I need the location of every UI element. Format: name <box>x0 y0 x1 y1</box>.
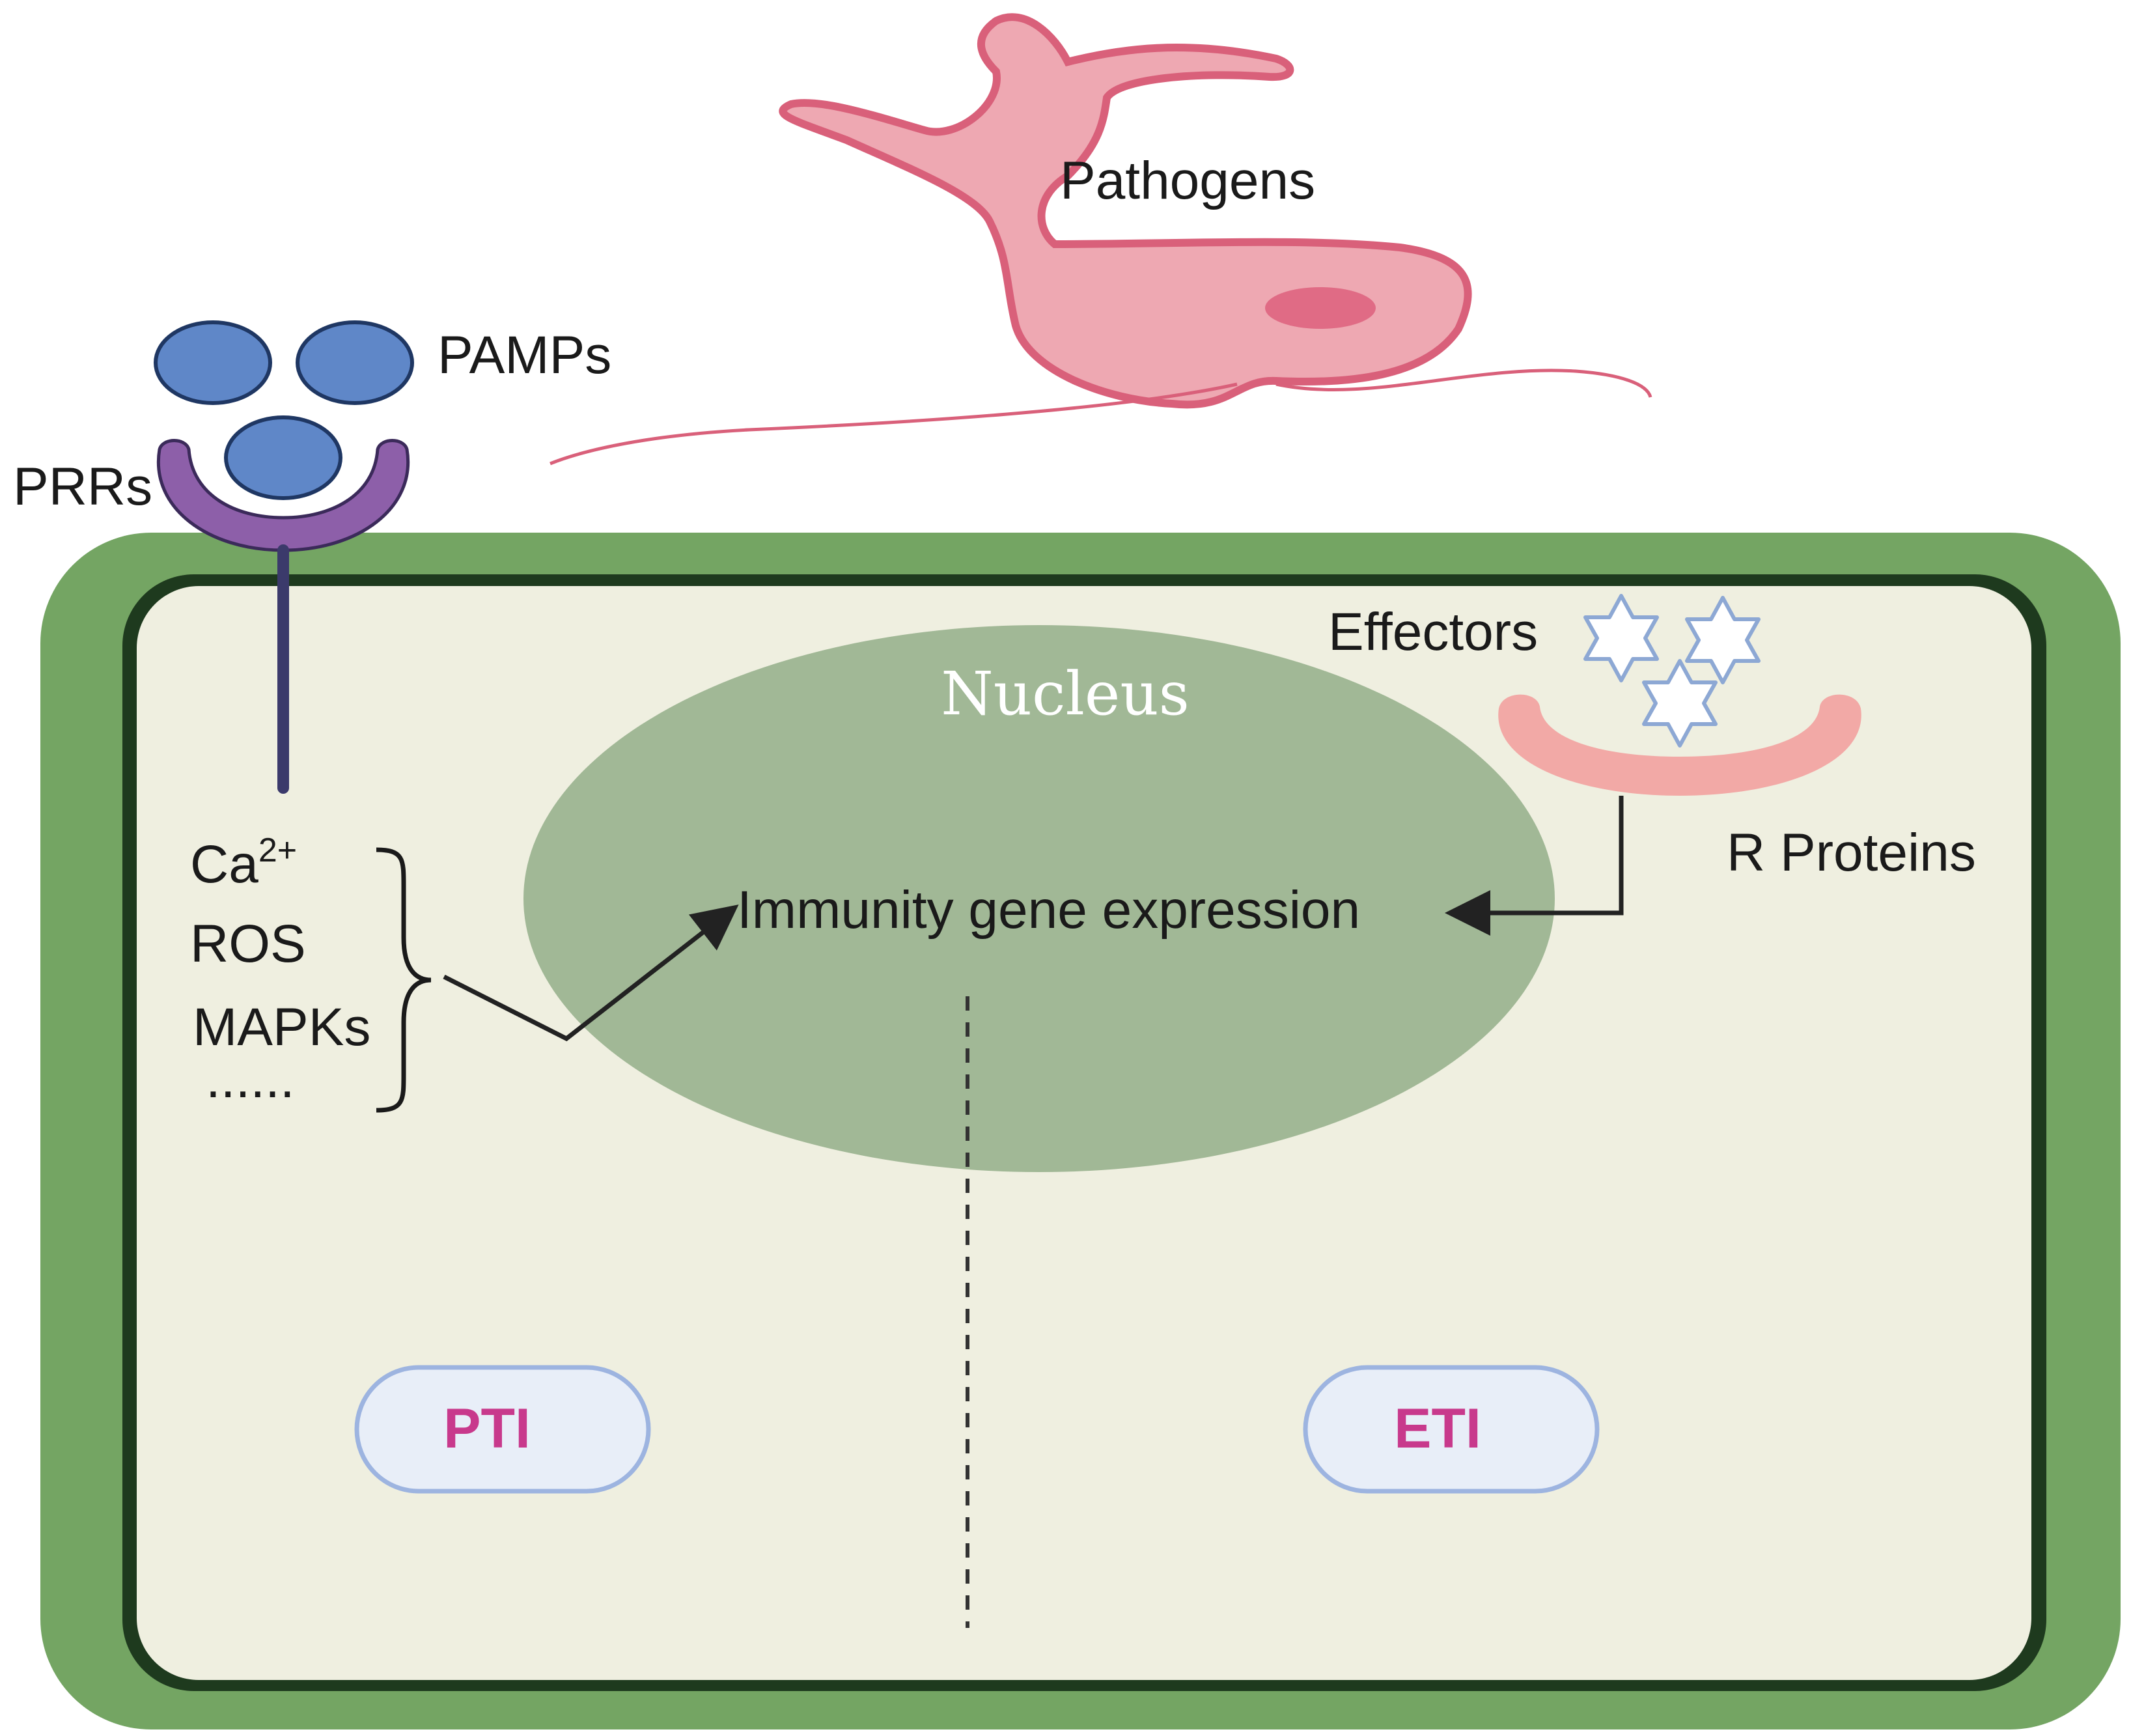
r-proteins-label: R Proteins <box>1727 823 1976 882</box>
signal-ca-superscript: 2+ <box>258 832 297 869</box>
immunity-gene-expression-label: Immunity gene expression <box>737 880 1360 940</box>
signal-more: ...... <box>206 1050 295 1109</box>
nucleus <box>523 625 1555 1172</box>
eti-badge <box>1303 1365 1600 1494</box>
effector-star-1 <box>1583 594 1659 682</box>
signal-mapks: MAPKs <box>193 998 370 1057</box>
r-protein <box>1498 694 1861 796</box>
pathogens-label: Pathogens <box>1060 151 1315 210</box>
pathogen <box>550 13 1652 466</box>
pamp-bound <box>224 415 342 500</box>
prr-receptor <box>156 439 410 552</box>
signal-brace <box>376 847 432 1113</box>
signal-ca: Ca2+ <box>190 832 297 894</box>
eti-label: ETI <box>1394 1397 1481 1460</box>
pamp-1 <box>154 320 272 405</box>
effector-star-3 <box>1642 659 1718 748</box>
pti-badge <box>354 1365 651 1494</box>
pathogen-nucleus <box>1265 287 1376 329</box>
pti-label: PTI <box>443 1397 531 1460</box>
prrs-label: PRRs <box>13 457 152 516</box>
pamp-2 <box>296 320 414 405</box>
effector-stars <box>1583 594 1761 748</box>
pamps-label: PAMPs <box>438 326 611 385</box>
pathogen-flagellum-left <box>550 382 1238 466</box>
nucleus-label: Nucleus <box>941 659 1190 729</box>
pathogen-flagellum-right <box>1275 369 1652 398</box>
effectors-label: Effectors <box>1328 602 1538 662</box>
pti-signal-arrow <box>443 904 739 1042</box>
effector-star-2 <box>1685 596 1761 684</box>
eti-signal-arrow <box>1445 796 1624 936</box>
signal-ros: ROS <box>190 914 306 973</box>
